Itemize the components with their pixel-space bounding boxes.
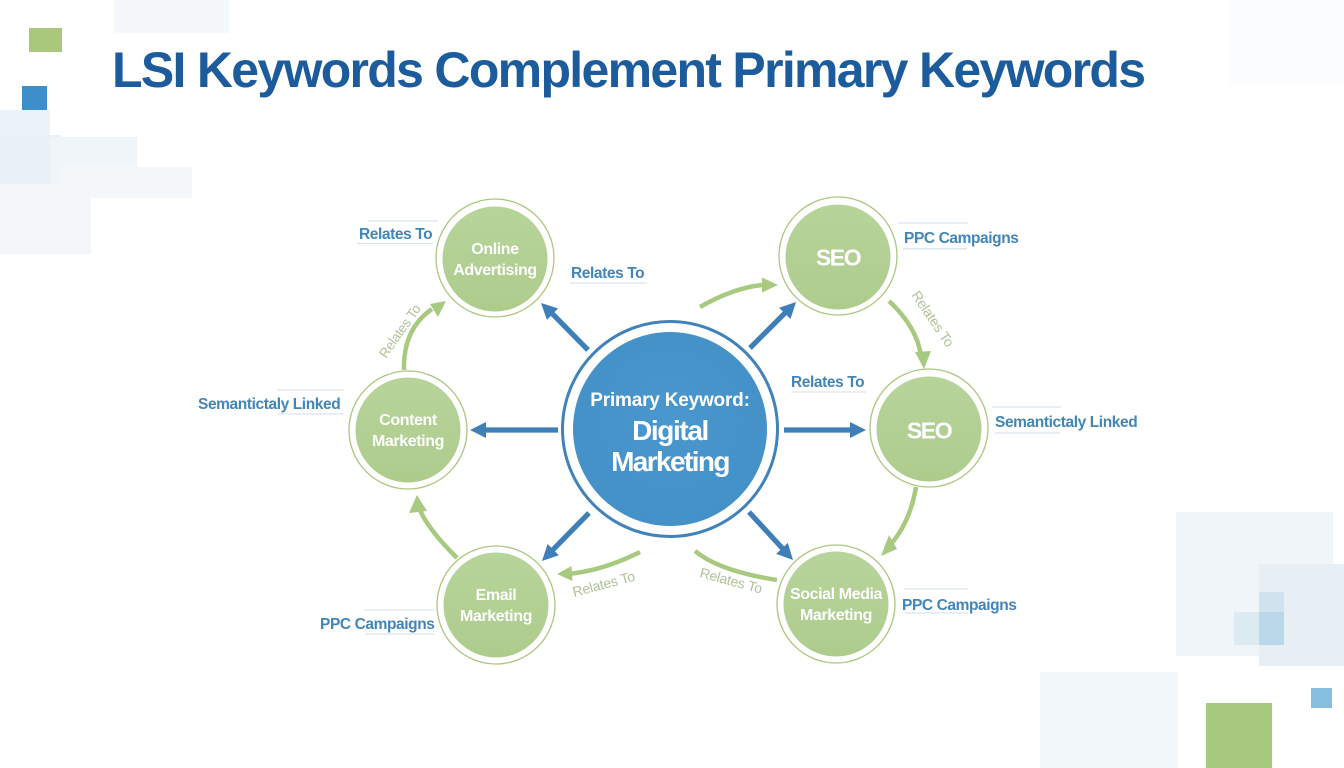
svg-text:Semantictaly Linked: Semantictaly Linked <box>198 396 340 413</box>
svg-text:Relates To: Relates To <box>376 302 424 361</box>
svg-text:Marketing: Marketing <box>460 608 532 625</box>
svg-text:SEO: SEO <box>816 245 861 271</box>
svg-text:Marketing: Marketing <box>800 607 872 624</box>
svg-text:Relates To: Relates To <box>791 374 864 391</box>
svg-text:Digital: Digital <box>632 415 708 446</box>
svg-text:Marketing: Marketing <box>611 446 729 477</box>
svg-text:Email: Email <box>476 587 517 604</box>
svg-text:Marketing: Marketing <box>372 433 444 450</box>
svg-text:Semantictaly Linked: Semantictaly Linked <box>995 414 1137 431</box>
svg-text:Advertising: Advertising <box>453 262 537 279</box>
svg-text:PPC Campaigns: PPC Campaigns <box>902 597 1017 614</box>
svg-text:LSI Keywords Complement Primar: LSI Keywords Complement Primary Keywords <box>112 42 1144 98</box>
svg-text:PPC Campaigns: PPC Campaigns <box>904 230 1019 247</box>
svg-text:Content: Content <box>379 412 438 429</box>
svg-text:PPC Campaigns: PPC Campaigns <box>320 616 435 633</box>
svg-text:Primary Keyword:: Primary Keyword: <box>590 390 749 411</box>
svg-text:Social Media: Social Media <box>790 586 883 603</box>
svg-text:Online: Online <box>471 241 519 258</box>
svg-text:Relates To: Relates To <box>571 265 644 282</box>
svg-text:SEO: SEO <box>907 418 952 444</box>
svg-text:Relates To: Relates To <box>359 226 432 243</box>
